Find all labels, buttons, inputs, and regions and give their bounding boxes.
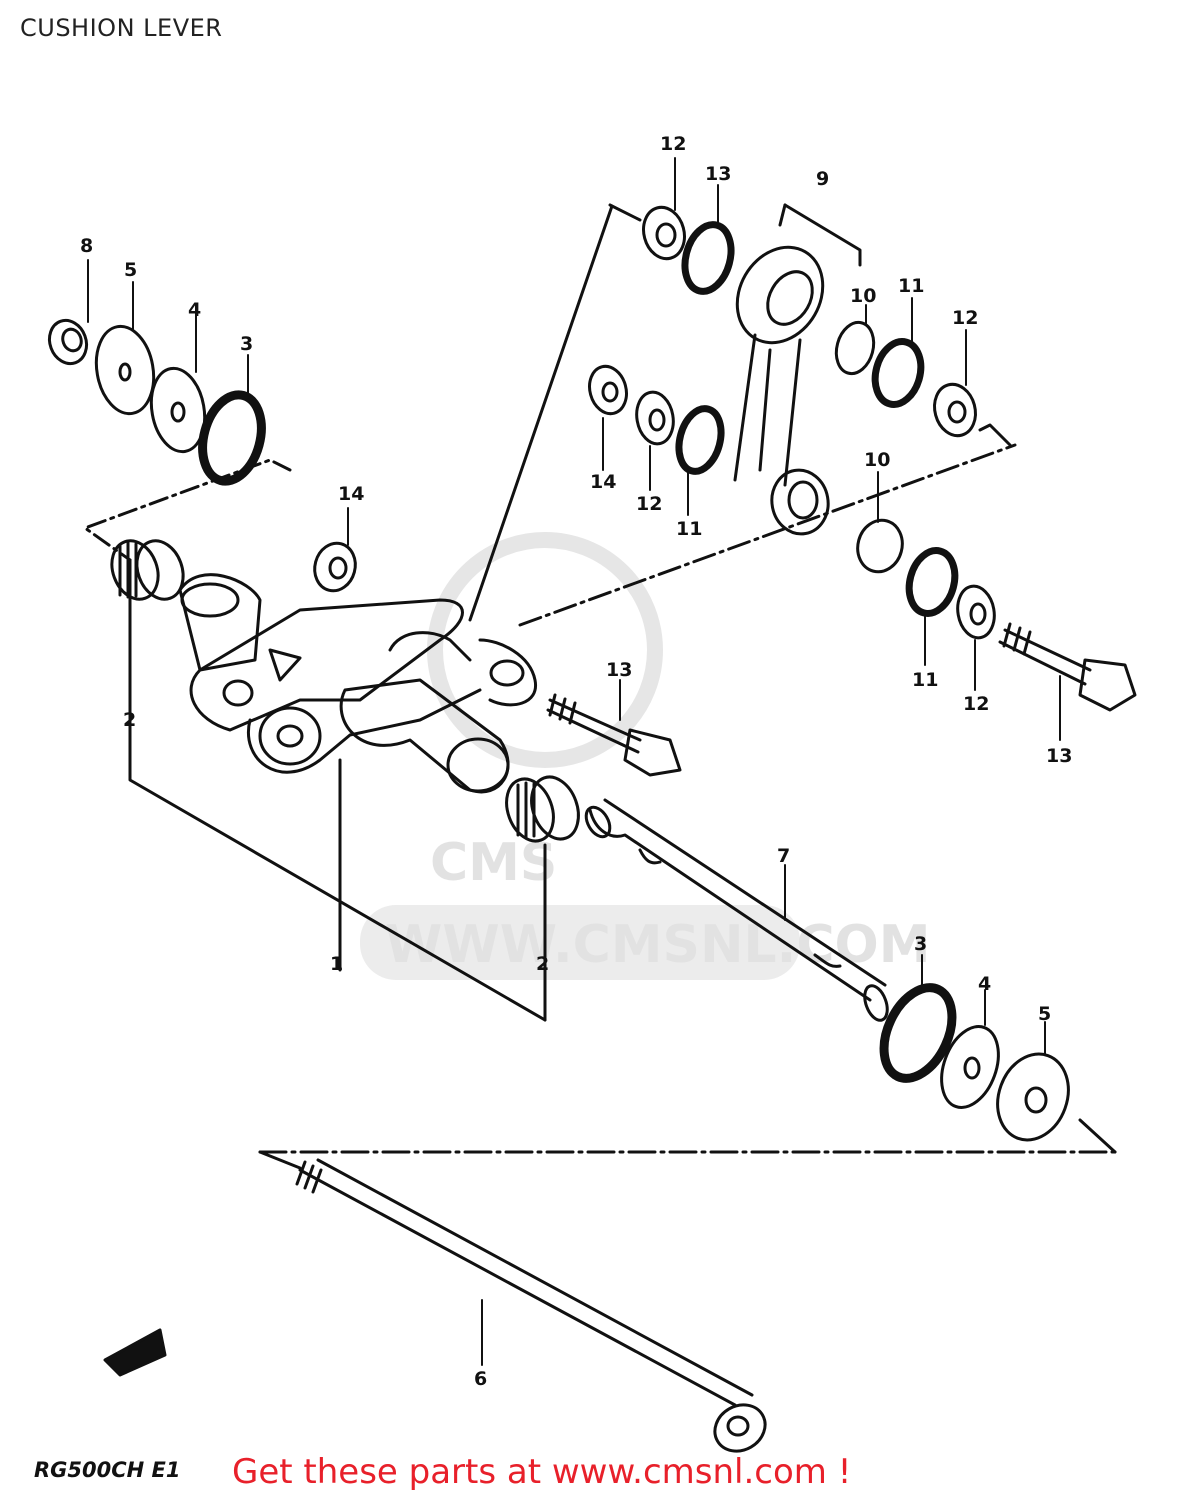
part-13-bolt-middle [546,693,682,777]
part-12-washer-middle [635,390,675,446]
callout-13-a: 13 [705,163,731,185]
callout-13-c: 13 [1046,745,1072,767]
leader-lines [87,157,1061,1366]
callout-numbers: 8 5 4 3 12 13 9 10 11 12 14 12 11 14 10 … [80,133,1072,1390]
callout-6: 6 [474,1368,487,1390]
part-9-cushion-rod [733,245,830,536]
watermark-logo: CMS [430,833,557,893]
callout-14-a: 14 [590,471,616,493]
watermark-text: WWW.CMSNL.COM [385,915,930,975]
part-11-bearing-middle [675,405,725,475]
callout-12-d: 12 [963,693,989,715]
part-3-oil-seal [198,390,266,486]
part-14-spacer-left [313,541,357,593]
callout-2-b: 2 [536,953,549,975]
part-8-cap [47,318,89,366]
part-13-bearing-top [681,221,735,295]
part-4-washer-lower [940,1025,1000,1109]
part-6-long-bolt [295,1158,767,1453]
part-11-bearing-lower [905,547,959,617]
watermark: CMS WWW.CMSNL.COM [360,532,930,980]
part-11-bearing-upper [871,338,925,408]
callout-5-bottom: 5 [1038,1003,1051,1025]
part-7-shaft [584,798,889,1022]
callout-3-bottom: 3 [914,933,927,955]
callout-4-top: 4 [188,299,201,321]
front-arrow-icon [103,1328,167,1377]
callout-5-top: 5 [124,259,137,281]
callout-12-a: 12 [660,133,686,155]
part-1-cushion-lever [178,573,537,794]
callout-4-bottom: 4 [978,973,991,995]
part-10-collar-upper [834,320,876,376]
part-12-washer-top [642,205,686,261]
part-14-spacer-right [588,364,628,416]
part-4-washer [149,366,207,454]
callout-11-b: 11 [676,518,702,540]
callout-11-a: 11 [898,275,924,297]
cta-link[interactable]: Get these parts at www.cmsnl.com ! [232,1452,852,1492]
callout-13-b: 13 [606,659,632,681]
part-12-washer-upper-right [933,382,977,438]
callout-10-b: 10 [864,449,890,471]
callout-12-c: 12 [636,493,662,515]
callout-11-c: 11 [912,669,938,691]
callout-1: 1 [330,953,343,975]
part-13-bolt-lower [998,622,1137,712]
callout-12-b: 12 [952,307,978,329]
part-12-washer-lower-right [956,584,996,640]
page-title: CUSHION LEVER [20,14,223,42]
callout-3-top: 3 [240,333,253,355]
part-5-cap-lower [996,1052,1070,1142]
part-5-washer [94,324,156,416]
callout-7: 7 [777,845,790,867]
part-2-bearing-right [505,775,580,843]
callout-2-a: 2 [123,709,136,731]
callout-14-b: 14 [338,483,364,505]
model-code: RG500CH E1 [34,1458,181,1482]
part-3-oil-seal-lower [879,983,957,1083]
part-2-bearing-left [110,539,185,601]
part-10-collar-lower [856,518,904,574]
callout-10-a: 10 [850,285,876,307]
callout-8-top: 8 [80,235,93,257]
callout-9: 9 [816,168,829,190]
